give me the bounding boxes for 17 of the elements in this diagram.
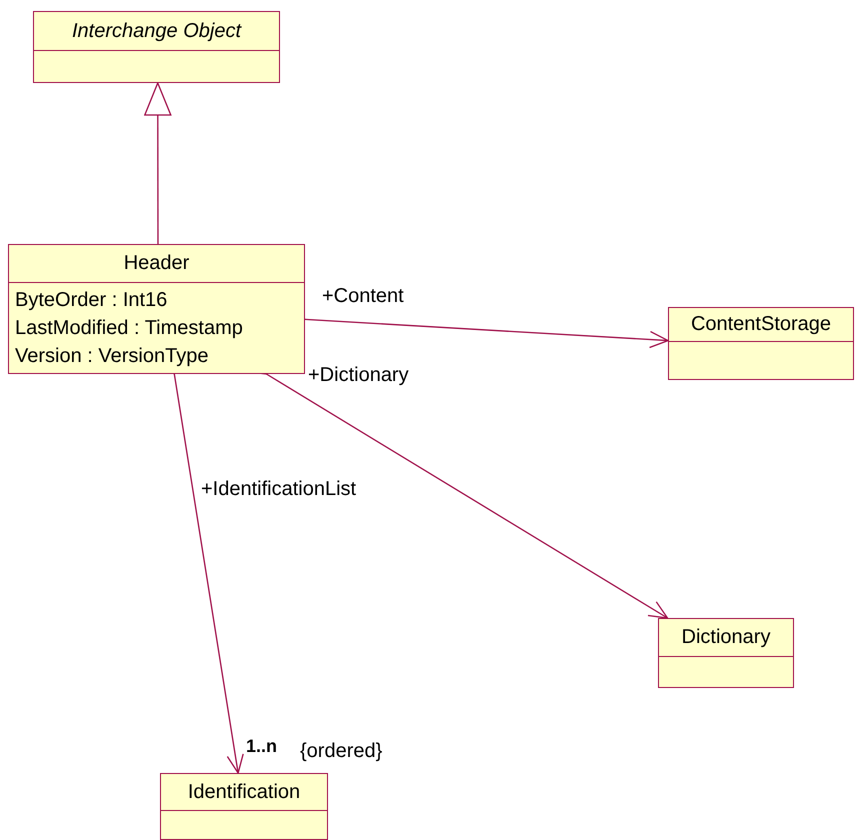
class-box [658, 618, 794, 688]
class-name: Identification [188, 780, 300, 804]
attribute-text: LastModified : Timestamp [15, 316, 243, 341]
role-label: +Dictionary [306, 364, 411, 386]
class-box [160, 773, 328, 840]
class-name: Dictionary [682, 626, 770, 649]
constraint-label: {ordered} [299, 740, 384, 762]
class-box [33, 11, 280, 83]
attribute-text: ByteOrder : Int16 [15, 288, 168, 313]
class-name: Header [124, 252, 190, 275]
class-box [8, 244, 305, 374]
generalization-arrow [144, 82, 172, 244]
class-name: ContentStorage [690, 313, 832, 336]
multiplicity-label: 1..n [245, 735, 278, 757]
attribute-text: Version : VersionType [15, 344, 208, 369]
class-name: Interchange Object [72, 20, 241, 42]
class-box [668, 307, 854, 380]
